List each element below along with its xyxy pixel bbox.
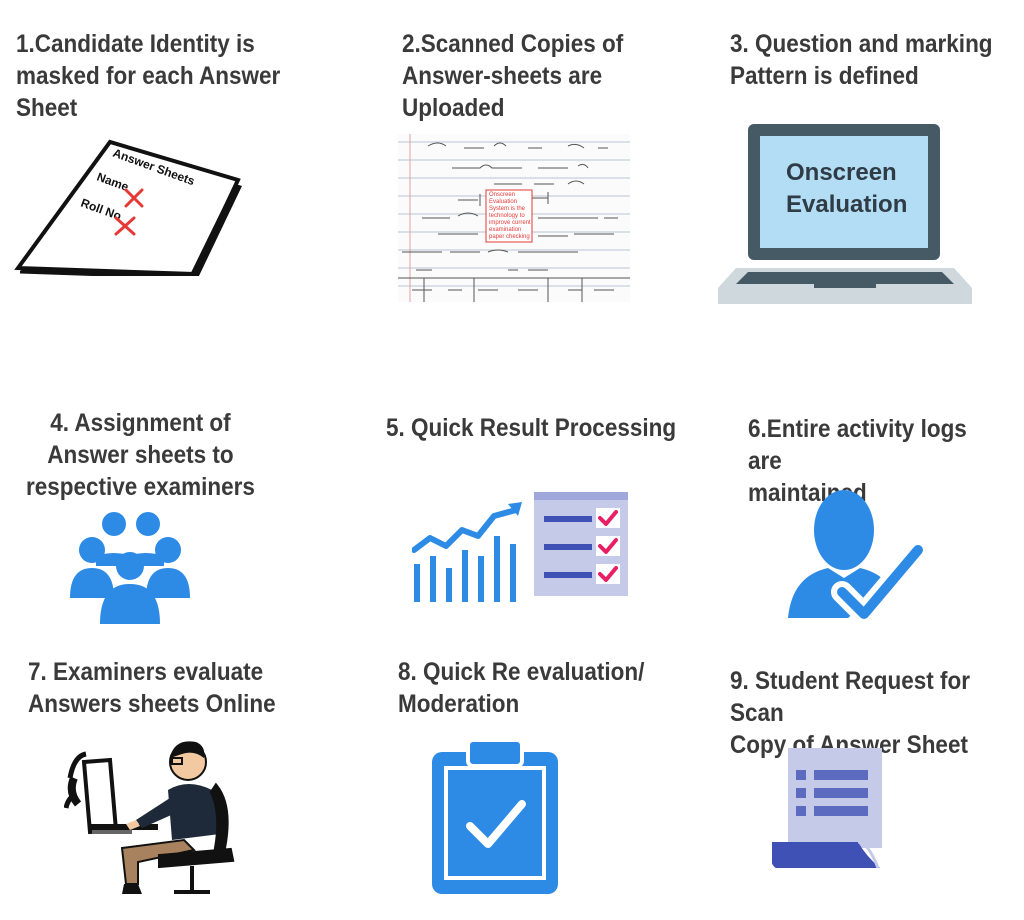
computer-monitor-icon <box>81 757 119 835</box>
scan-note-line: examination <box>489 227 521 233</box>
people-group-icon <box>70 512 190 624</box>
scan-note-line: paper checking <box>489 234 530 240</box>
clipboard-check-icon <box>432 740 558 894</box>
checklist-icon <box>534 492 628 596</box>
trend-line-icon <box>412 507 519 553</box>
step-8-title: 8. Quick Re evaluation/ Moderation <box>398 658 645 718</box>
document-scroll-icon <box>772 748 882 869</box>
step-3-title: 3. Question and marking Pattern is defin… <box>730 30 993 90</box>
scanned-answer-sheet-image: Onscreen Evaluation System is the techno… <box>398 134 630 302</box>
screen-line-1: Onscreen <box>786 159 897 186</box>
scan-note-line: System is the <box>489 206 526 212</box>
scan-note-line: improve current <box>489 220 531 226</box>
office-chair-icon <box>158 782 235 894</box>
step-5-title: 5. Quick Result Processing <box>386 414 677 442</box>
chart-and-checklist-icon <box>412 492 628 602</box>
step-1-title: 1.Candidate Identity is masked for each … <box>16 30 281 122</box>
step-9-title: 9. Student Request for Scan Copy of Answ… <box>730 667 971 759</box>
scan-note-line: technology to <box>489 213 525 219</box>
svg-text:Onscreen Evaluation Sy: Onscreen Evaluation System is the techno… <box>489 192 532 240</box>
cross-mark-icon <box>124 188 144 208</box>
scan-note-line: Onscreen <box>489 192 515 198</box>
masked-answer-sheet-icon: Answer Sheets Name Roll No <box>14 139 242 276</box>
screen-line-2: Evaluation <box>786 191 907 218</box>
scan-note-line: Evaluation <box>489 199 517 205</box>
step-6-title: 6.Entire activity logs are maintained <box>748 415 967 507</box>
cross-mark-icon <box>114 216 136 236</box>
laptop-icon: Onscreen Evaluation <box>718 124 972 304</box>
bar-chart-icon <box>414 536 516 602</box>
person-at-computer-icon <box>64 741 235 894</box>
step-2-title: 2.Scanned Copies of Answer-sheets are Up… <box>402 30 624 122</box>
step-4-title: 4. Assignment of Answer sheets to respec… <box>26 409 255 501</box>
step-7-title: 7. Examiners evaluate Answers sheets Onl… <box>28 658 276 718</box>
user-check-icon <box>788 490 928 624</box>
